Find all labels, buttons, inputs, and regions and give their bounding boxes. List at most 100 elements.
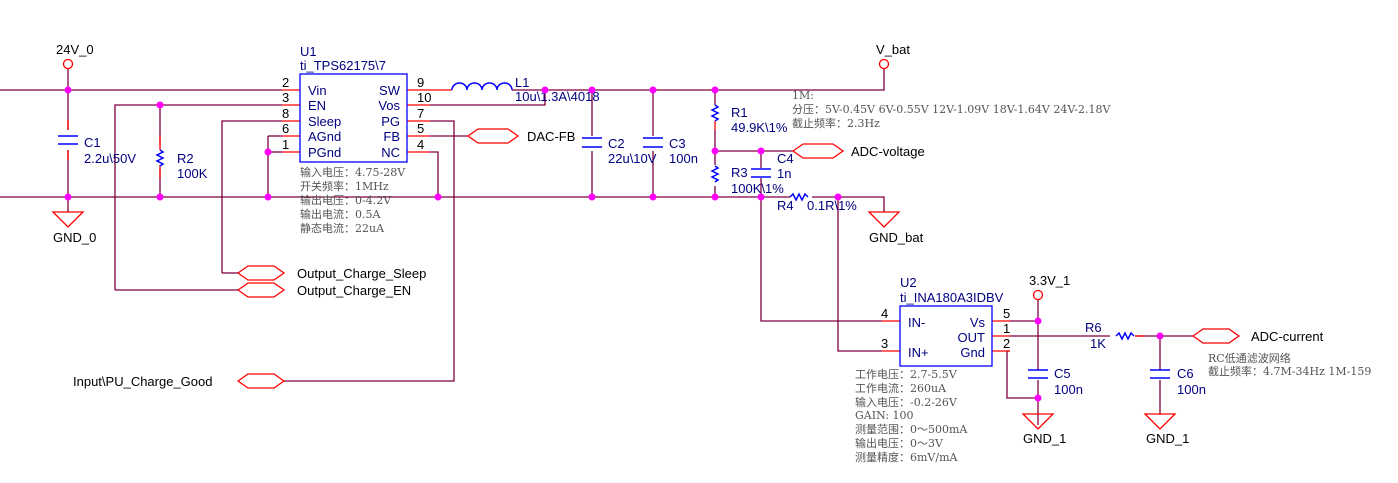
junction-dot: [711, 86, 719, 94]
u2-note: 测量精度：6mV/mA: [855, 450, 959, 464]
u1-pin-num: 3: [282, 90, 289, 105]
resistor-icon: [789, 192, 809, 202]
ground-gnd1-c5: GND_1: [1021, 413, 1066, 446]
ground-gnd0: GND_0: [51, 211, 96, 245]
u2-pin-name: IN-: [908, 315, 925, 330]
u1-part: ti_TPS62175\7: [300, 58, 386, 73]
c6-value: 100n: [1177, 382, 1206, 397]
junction-dot: [757, 147, 765, 155]
capacitor-c4[interactable]: C4 1n: [751, 151, 794, 181]
ground-icon: [1021, 413, 1055, 430]
u1-pin-name: SW: [379, 83, 401, 98]
net-port-dac-fb[interactable]: DAC-FB: [466, 128, 575, 144]
l1-value: 10u\1.3A\4018: [515, 89, 600, 104]
u1-tps62175[interactable]: U1 ti_TPS62175\7 2 3 8 6 1 Vin EN Sleep …: [282, 44, 431, 163]
divider-note-line: 分压：5V-0.45V 6V-0.55V 12V-1.09V 18V-1.64V…: [792, 103, 1111, 116]
u2-pin-num: 5: [1003, 306, 1010, 321]
port-icon: [466, 128, 520, 144]
capacitor-c5[interactable]: C5 100n: [1028, 366, 1083, 397]
power-port-icon: [1032, 289, 1044, 301]
inductor-icon: [451, 82, 513, 91]
resistor-icon: [155, 149, 165, 167]
u1-note: 输入电压：4.75-28V: [300, 165, 406, 179]
pin-stubs: [67, 89, 1145, 352]
u1-pin-num: 5: [417, 121, 424, 136]
resistor-r6[interactable]: R6 1K: [1085, 320, 1135, 351]
net-port-adc-current[interactable]: ADC-current: [1191, 328, 1324, 344]
u2-note: 输入电压：-0.2-26V: [855, 395, 958, 409]
capacitor-c1[interactable]: C1 2.2u\50V: [58, 135, 136, 166]
u1-note: 输出电压：0-4.2V: [300, 193, 392, 207]
u2-ina180[interactable]: U2 ti_INA180A3IDBV 4 3 IN- IN+ 5 1 2 Vs …: [881, 275, 1010, 367]
net-port-charge-good[interactable]: Input\PU_Charge_Good: [73, 373, 286, 389]
resistor-r1[interactable]: R1 49.9K\1%: [710, 104, 788, 135]
ground-label: GND_0: [53, 230, 96, 245]
u1-pin-num: 9: [417, 75, 424, 90]
u2-note: 输出电压：0～3V: [855, 436, 944, 450]
junction-dot: [649, 193, 657, 201]
u1-body[interactable]: [299, 73, 408, 163]
inductor-l1[interactable]: L1 10u\1.3A\4018: [451, 75, 600, 104]
c4-value: 1n: [777, 166, 791, 181]
net-label: Output_Charge_EN: [297, 283, 411, 298]
power-port-icon: [878, 58, 890, 70]
resistor-r2[interactable]: R2 100K: [155, 149, 208, 181]
u1-note: 开关频率：1MHz: [300, 179, 389, 193]
resistor-icon: [710, 104, 720, 122]
r6-value: 1K: [1090, 336, 1106, 351]
u1-pin-name: PG: [381, 114, 400, 129]
port-icon: [791, 143, 845, 159]
u1-pin-num: 1: [282, 137, 289, 152]
u2-pin-name: IN+: [908, 345, 929, 360]
u2-note: 工作电压：2.7-5.5V: [855, 368, 958, 381]
capacitor-c2[interactable]: C2 22u\10V: [582, 136, 657, 166]
u1-pin-num: 2: [282, 75, 289, 90]
junction-dot: [711, 193, 719, 201]
r1-value: 49.9K\1%: [731, 120, 788, 135]
u1-pin-num: 6: [282, 121, 289, 136]
junction-dot: [1034, 317, 1042, 325]
u2-body[interactable]: [899, 305, 993, 367]
u2-ref: U2: [900, 275, 917, 290]
ground-gnd1-c6: GND_1: [1143, 413, 1189, 446]
u1-pin-name: FB: [383, 129, 400, 144]
u1-pin-name: Vin: [308, 83, 327, 98]
capacitor-c3[interactable]: C3 100n: [643, 136, 698, 166]
rc-note-line: 截止频率：4.7M-34Hz 1M-159: [1208, 364, 1371, 378]
power-port-icon: [62, 58, 74, 70]
resistor-r3[interactable]: R3 100K\1%: [710, 165, 784, 196]
u1-notes: 输入电压：4.75-28V 开关频率：1MHz 输出电压：0-4.2V 输出电流…: [300, 165, 406, 235]
c4-ref: C4: [777, 151, 794, 166]
u1-pin-name: NC: [381, 145, 400, 160]
u2-pin-num: 4: [881, 306, 888, 321]
net-port-charge-en[interactable]: Output_Charge_EN: [115, 282, 411, 298]
net-port-adc-voltage[interactable]: ADC-voltage: [791, 143, 925, 159]
rc-note: RC低通滤波网络 截止频率：4.7M-34Hz 1M-159: [1208, 351, 1371, 378]
capacitor-c6[interactable]: C6 100n: [1150, 366, 1206, 397]
junction-dot: [156, 101, 164, 109]
junction-dot: [711, 147, 719, 155]
u1-pin-num: 10: [417, 90, 431, 105]
c5-value: 100n: [1054, 382, 1083, 397]
u2-pin-name: Vs: [970, 315, 986, 330]
u2-notes: 工作电压：2.7-5.5V 工作电流：260uA 输入电压：-0.2-26V G…: [855, 368, 968, 464]
junction-dot: [156, 193, 164, 201]
power-port-label: V_bat: [876, 42, 910, 57]
resistor-r4[interactable]: R4 0.1R\1%: [777, 192, 857, 213]
net-port-charge-sleep[interactable]: Output_Charge_Sleep: [222, 265, 426, 281]
u2-note: 测量范围：0～500mA: [855, 422, 968, 436]
ground-icon: [1143, 413, 1177, 430]
wires: [0, 68, 1193, 425]
u2-pin-name: Gnd: [960, 345, 985, 360]
port-icon: [236, 265, 286, 281]
r3-value: 100K\1%: [731, 181, 784, 196]
port-icon: [236, 373, 286, 389]
junctions: [64, 86, 1164, 402]
junction-dot: [649, 86, 657, 94]
u2-part: ti_INA180A3IDBV: [900, 290, 1004, 305]
c2-value: 22u\10V: [608, 151, 657, 166]
c5-ref: C5: [1054, 366, 1071, 381]
ground-label: GND_1: [1146, 431, 1189, 446]
u1-pin-name: AGnd: [308, 129, 341, 144]
